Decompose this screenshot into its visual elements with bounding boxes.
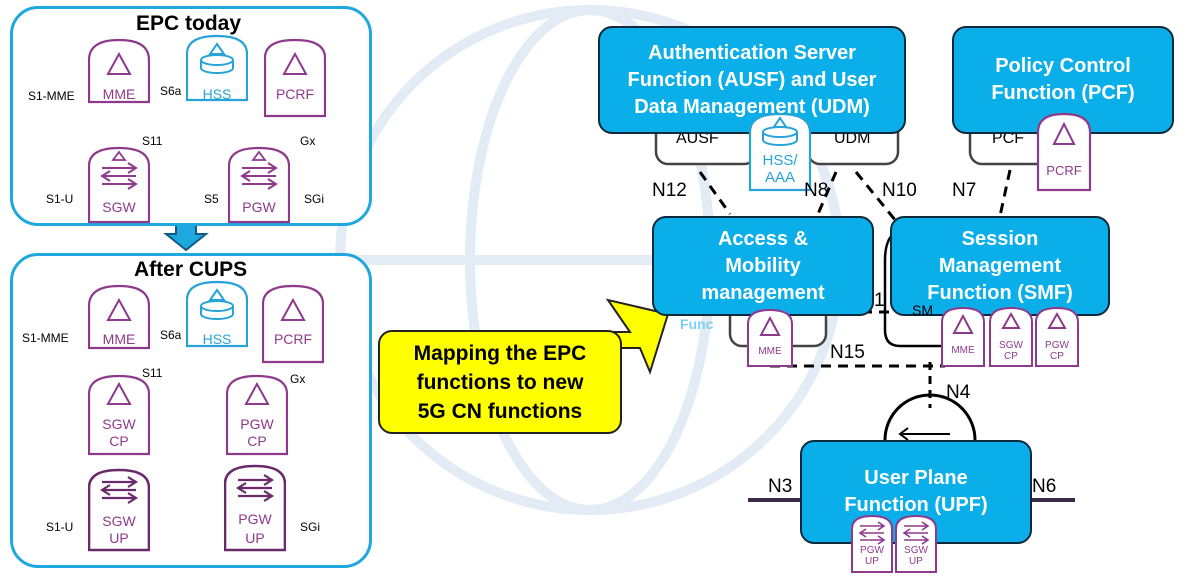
upf-sgw-up-label-2: UP	[909, 556, 923, 567]
cups-s6a-label: S6a	[160, 328, 182, 342]
smf-sgw-cp-node-icon	[989, 306, 1033, 367]
pcf-sub-label: PCF	[992, 130, 1024, 147]
sgw-cp-label-1: SGW	[102, 416, 136, 432]
sgi-label: SGi	[304, 192, 325, 206]
smf-mme-label: MME	[951, 345, 975, 356]
pcf-pcrf-node-icon	[1036, 112, 1092, 192]
pgw-cp-label-2: CP	[247, 433, 267, 449]
mme-label: MME	[102, 86, 136, 102]
n12-label: N12	[652, 180, 687, 201]
amf-line-3: management	[701, 281, 825, 304]
n7-label: N7	[952, 180, 977, 201]
callout-line-2: functions to new	[416, 371, 584, 394]
upf-pgw-up-label-2: UP	[865, 556, 879, 567]
n3-label: N3	[768, 476, 793, 497]
smf-sgw-cp-label-1: SGW	[999, 340, 1023, 351]
callout-line-1: Mapping the EPC	[413, 342, 587, 365]
smf-box: Session Management Function (SMF)	[890, 216, 1110, 316]
cups-mme-node-icon	[88, 284, 150, 350]
smf-pgw-cp-node-icon	[1035, 306, 1079, 367]
n10-label: N10	[882, 180, 917, 201]
callout-line-3: 5G CN functions	[417, 400, 583, 423]
smf-sgw-cp-label-2: CP	[1004, 351, 1018, 362]
callout-box	[378, 330, 622, 434]
pgw-up-node-icon	[224, 464, 286, 552]
upf-line-1: User Plane	[864, 467, 968, 489]
smf-pgw-cp-label-2: CP	[1050, 351, 1064, 362]
pgw-label: PGW	[242, 199, 276, 215]
pgw-up-label-1: PGW	[238, 511, 272, 527]
s5-label: S5	[204, 192, 219, 206]
smf-mme-node-icon	[941, 306, 985, 367]
n6-label: N6	[1032, 476, 1057, 497]
cups-s11-label: S11	[142, 366, 163, 380]
amf-box: Access & Mobility management	[652, 216, 874, 316]
pgw-cp-label-1: PGW	[240, 416, 274, 432]
cups-pcrf-node-icon	[262, 284, 324, 364]
upf-line-2: Function (UPF)	[844, 494, 988, 516]
pcf-pcrf-label: PCRF	[1046, 163, 1082, 178]
epc-today-title: EPC today	[136, 12, 242, 35]
cups-gx-label: Gx	[290, 372, 306, 386]
cups-pcrf-label: PCRF	[273, 331, 313, 347]
pcrf-node-icon	[264, 38, 326, 118]
upf-box: User Plane Function (UPF)	[800, 440, 1032, 544]
sgw-node-icon	[88, 146, 150, 224]
n8-label: N8	[804, 180, 829, 201]
s1-mme-label: S1-MME	[28, 89, 75, 103]
amf-mme-label: MME	[758, 346, 782, 357]
cups-hss-node-icon	[186, 280, 248, 348]
sgw-up-node-icon	[88, 468, 150, 552]
smf-line-2: Management	[938, 254, 1062, 277]
cups-mme-label: MME	[102, 331, 136, 347]
smf-line-1: Session	[961, 227, 1039, 250]
hss-aaa-node-icon	[748, 112, 812, 192]
udm-sub-label: UDM	[834, 130, 871, 147]
upf-pgw-up-node-icon	[851, 514, 893, 573]
pcrf-label: PCRF	[275, 86, 315, 102]
after-cups-title: After CUPS	[134, 258, 248, 281]
amf-line-2: Mobility	[725, 254, 801, 277]
cups-hss-label: HSS	[202, 331, 232, 347]
smf-pgw-cp-label-1: PGW	[1045, 340, 1069, 351]
ausf-udm-line-3: Data Management (UDM)	[634, 95, 870, 118]
cups-s1-mme-label: S1-MME	[22, 331, 69, 345]
sgw-cp-label-2: CP	[109, 433, 129, 449]
pcf-line-2: Function (PCF)	[991, 82, 1135, 104]
sgw-label: SGW	[102, 199, 136, 215]
pgw-node-icon	[228, 146, 290, 224]
amf-mme-node-icon	[747, 308, 793, 367]
hss-aaa-label-1: HSS/	[762, 152, 798, 169]
ausf-udm-line-2: Function (AUSF) and User	[627, 68, 877, 91]
pgw-cp-node-icon	[226, 374, 288, 456]
ausf-sub-label: AUSF	[676, 130, 719, 147]
upf-sgw-up-node-icon	[895, 514, 937, 573]
sgw-up-label-2: UP	[109, 530, 129, 546]
gx-label: Gx	[300, 134, 316, 148]
hss-label: HSS	[202, 86, 232, 102]
hss-aaa-label-2: AAA	[764, 169, 795, 186]
upf-sgw-up-label-1: SGW	[904, 545, 928, 556]
cups-s1-u-label: S1-U	[46, 520, 74, 534]
pcf-line-1: Policy Control	[995, 55, 1131, 77]
pgw-up-label-2: UP	[245, 530, 265, 546]
cups-sgi-label: SGi	[300, 520, 321, 534]
s11-label: S11	[142, 134, 163, 148]
amf-line-1: Access &	[717, 227, 809, 250]
hss-node-icon	[186, 34, 248, 102]
ausf-udm-line-1: Authentication Server	[648, 41, 856, 64]
n11-partial-label: 1	[874, 290, 885, 311]
smf-line-3: Function (SMF)	[927, 281, 1073, 304]
s6a-label: S6a	[160, 84, 182, 98]
n15-label: N15	[830, 342, 865, 363]
n4-label: N4	[946, 382, 971, 403]
amf-partial-label: Func	[680, 316, 714, 332]
s1-u-label: S1-U	[46, 192, 74, 206]
ausf-udm-box: Authentication Server Function (AUSF) an…	[598, 26, 906, 134]
smf-partial-label: SM	[912, 302, 933, 318]
sgw-up-label-1: SGW	[102, 513, 136, 529]
mme-node-icon	[88, 38, 150, 104]
sgw-cp-node-icon	[88, 374, 150, 456]
upf-pgw-up-label-1: PGW	[860, 545, 884, 556]
